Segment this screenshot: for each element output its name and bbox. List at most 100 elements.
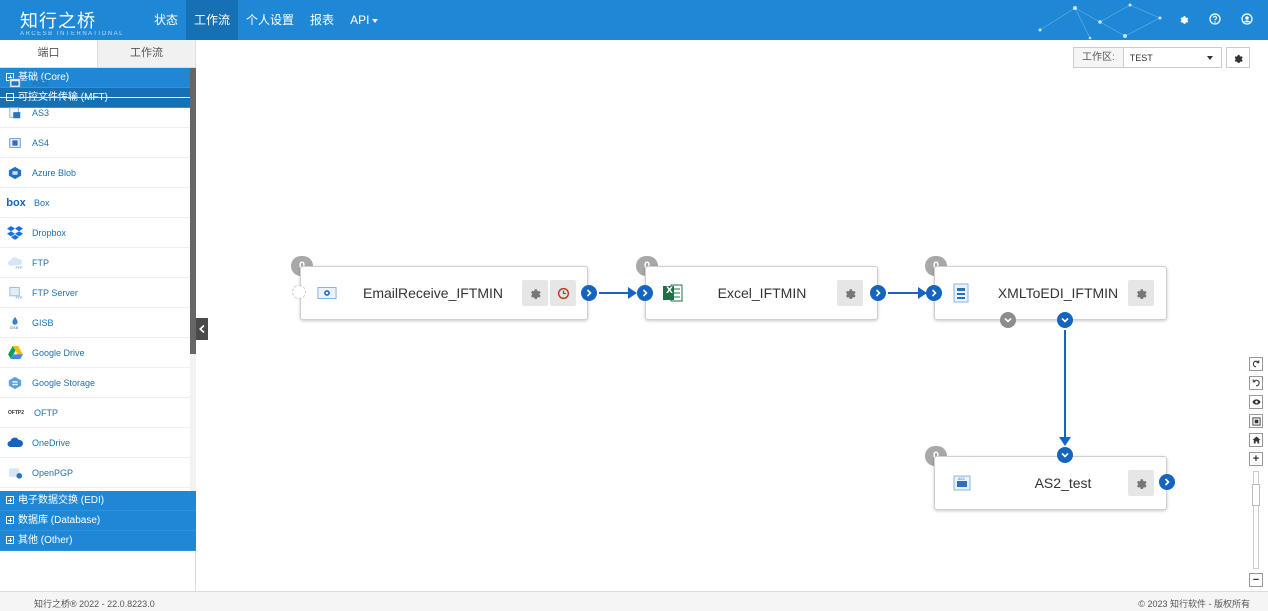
output-port[interactable] [581,285,597,301]
zoom-in-button[interactable]: + [1249,452,1263,466]
svg-text:FTP: FTP [15,296,22,300]
clock-icon [557,287,569,299]
tab-ports[interactable]: 端口 [0,40,98,67]
main-nav: 状态 工作流 个人设置 报表 API [146,0,386,40]
palette-tabs: 端口 工作流 [0,40,195,68]
tab-workflows[interactable]: 工作流 [98,40,195,67]
node-title: XMLToEDI_IFTMIN [997,285,1119,301]
input-port[interactable] [1057,447,1073,463]
collapse-panel-button[interactable] [196,318,208,340]
connector-item-onedrive[interactable]: OneDrive [0,428,190,458]
chevron-right-icon [642,289,648,297]
output-port[interactable] [870,285,886,301]
node-settings-button[interactable] [837,280,863,306]
as2-icon [7,75,23,91]
connector-item-gisb[interactable]: GISB GISB [0,308,190,338]
node-title: Excel_IFTMIN [717,285,807,301]
palette-scrollbar-thumb[interactable] [190,68,196,354]
connector-item-ftp-server[interactable]: FTP FTP Server [0,278,190,308]
flow-node-excel[interactable]: X Excel_IFTMIN [645,266,878,320]
error-port[interactable] [1000,312,1016,328]
onedrive-icon [7,435,23,451]
nav-profile[interactable]: 个人设置 [246,13,295,27]
connector-item-as4[interactable]: AS4 [0,128,190,158]
google-storage-icon [7,375,23,391]
ftp-server-icon: FTP [7,285,23,301]
plus-square-icon [6,516,14,524]
nav-api-label: API [350,13,370,27]
workspace-label: 工作区: [1073,47,1124,68]
connector-item-oftp[interactable]: OFTP2 OFTP [0,398,190,428]
input-port[interactable] [292,285,306,299]
zoom-out-button[interactable]: − [1249,573,1263,587]
connector-label: Dropbox [32,227,67,238]
palette-scrollbar[interactable] [190,68,196,531]
flow-node-as2test[interactable]: AS2 AS2_test [934,456,1167,510]
home-button[interactable] [1249,433,1263,447]
chevron-right-icon [931,289,937,297]
excel-icon: X [663,283,683,303]
gisb-icon: GISB [7,315,23,331]
connector-item-ftp[interactable]: FTP FTP [0,248,190,278]
category-other[interactable]: 其他 (Other) [0,531,196,551]
gear-icon [1137,289,1147,299]
node-settings-button[interactable] [522,280,548,306]
input-port[interactable] [637,285,653,301]
connector-item-google-drive[interactable]: Google Drive [0,338,190,368]
connector-label: AS3 [32,107,50,118]
user-icon[interactable] [1238,10,1256,28]
gear-icon [1137,479,1147,489]
connector-item-openpgp[interactable]: OpenPGP [0,458,190,488]
category-edi[interactable]: 电子数据交换 (EDI) [0,491,196,511]
nav-api[interactable]: API [342,0,386,40]
zoom-slider[interactable] [1252,471,1260,569]
gear-icon [531,289,541,299]
connector-item-azure-blob[interactable]: Azure Blob [0,158,190,188]
connector-item-as2[interactable]: AS2 [0,68,190,98]
eye-icon [1251,399,1261,405]
connector-label: AS2 [32,77,50,88]
plus-square-icon [6,496,14,504]
connector-item-as3[interactable]: AS3 [0,98,190,128]
connector-item-box[interactable]: box Box [0,188,190,218]
dropbox-icon [7,225,23,241]
category-label: 基础 (Core) [18,72,70,83]
workspace-settings-button[interactable] [1225,47,1250,68]
nav-reports[interactable]: 报表 [310,13,335,27]
flow-node-xmltoedi[interactable]: XMLToEDI_IFTMIN [934,266,1167,320]
node-settings-button[interactable] [1128,470,1154,496]
nav-status[interactable]: 状态 [154,13,179,27]
output-port[interactable] [1159,474,1175,490]
help-icon[interactable] [1206,10,1224,28]
connector-item-dropbox[interactable]: Dropbox [0,218,190,248]
fit-to-screen-button[interactable] [1249,414,1263,428]
openpgp-icon [7,465,23,481]
app-logo[interactable]: 知行之桥 ARCESB INTERNATIONAL [20,7,124,37]
undo-icon [1252,379,1260,387]
plus-square-icon [6,536,14,544]
category-core[interactable]: 基础 (Core) [0,68,195,88]
category-database[interactable]: 数据库 (Database) [0,511,196,531]
as3-icon [7,105,23,121]
chevron-left-icon [199,325,205,333]
refresh-button[interactable] [1249,357,1263,371]
ftp-icon: FTP [7,255,23,271]
connector-item-google-storage[interactable]: Google Storage [0,368,190,398]
gear-icon[interactable] [1174,10,1192,28]
as4-icon [7,135,23,151]
connector-label: Google Storage [32,377,96,388]
undo-button[interactable] [1249,376,1263,390]
input-port[interactable] [926,285,942,301]
zoom-slider-thumb[interactable] [1252,484,1260,506]
node-schedule-button[interactable] [550,280,576,306]
top-navbar: 知行之桥 ARCESB INTERNATIONAL 状态 工作流 个人设置 报表… [0,0,1268,40]
output-port[interactable] [1057,312,1073,328]
nav-workflow[interactable]: 工作流 [186,0,239,40]
flow-node-emailreceive[interactable]: EmailReceive_IFTMIN [300,266,588,320]
preview-button[interactable] [1249,395,1263,409]
node-settings-button[interactable] [1128,280,1154,306]
chevron-down-icon [1206,56,1213,60]
version-text: 知行之桥® 2022 - 22.0.8223.0 [34,599,155,609]
gear-icon [1234,54,1243,63]
workspace-dropdown[interactable]: TEST [1123,47,1222,68]
